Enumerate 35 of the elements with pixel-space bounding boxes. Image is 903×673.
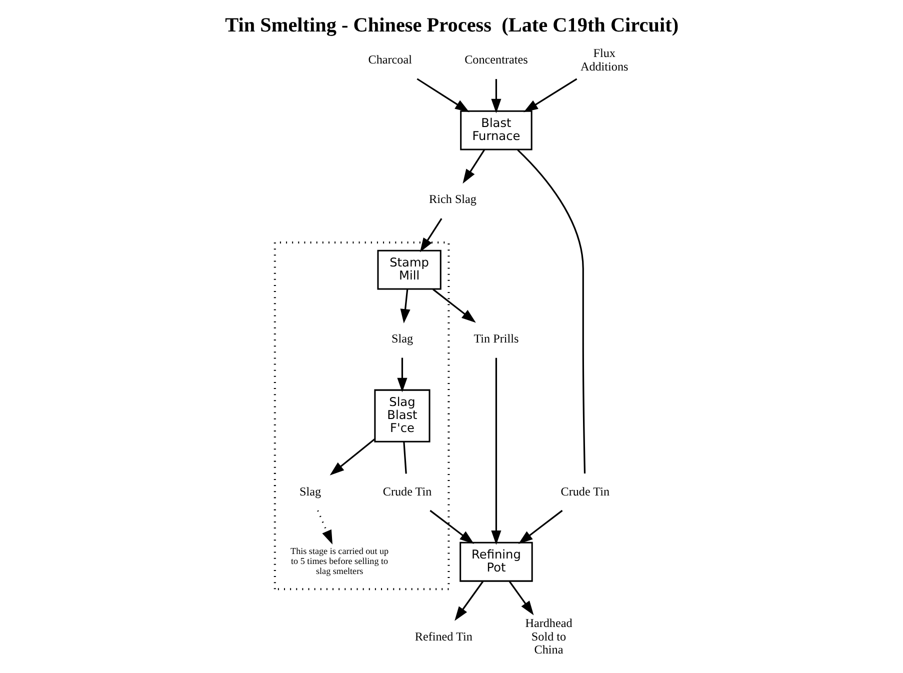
node-text: Refined Tin <box>414 629 472 644</box>
arrow <box>420 218 442 252</box>
cluster <box>274 242 450 590</box>
arrow <box>518 510 563 544</box>
node-text: Tin Prills <box>474 332 519 346</box>
arrow <box>397 358 408 392</box>
arrow <box>416 78 470 112</box>
arrow <box>508 580 534 616</box>
node-text: This stage is carried out up to 5 times before selling to slag smelters <box>290 546 389 576</box>
node-text: Charcoal <box>368 52 412 67</box>
arrow <box>524 78 578 112</box>
node-text: Crude Tin <box>560 484 610 498</box>
node-text: Concentrates <box>464 52 528 67</box>
node-box: Stamp Mill <box>377 250 442 290</box>
node-text: Slag <box>391 332 413 346</box>
arrow <box>491 358 502 545</box>
node-text: Rich Slag <box>429 192 476 206</box>
arrow <box>462 149 486 184</box>
arrow <box>330 438 376 476</box>
arrow <box>432 288 476 323</box>
node-text: Hardhead Sold to China <box>525 616 572 656</box>
node-box: Refining Pot <box>460 542 533 582</box>
node-text: Crude Tin <box>382 484 432 498</box>
arrow <box>317 510 333 545</box>
arrow <box>400 289 410 324</box>
node-text: Slag <box>300 484 322 498</box>
arrow <box>454 580 484 621</box>
connector <box>517 149 586 474</box>
arrow <box>491 79 502 114</box>
arrow <box>430 510 474 544</box>
diagram-title: Tin Smelting - Chinese Process (Late C19th Circuit) <box>225 14 679 36</box>
node-box: Slag Blast F'ce <box>374 389 430 442</box>
connector <box>403 442 407 474</box>
node-box: Blast Furnace <box>460 110 532 150</box>
node-text: Flux Additions <box>580 46 628 74</box>
